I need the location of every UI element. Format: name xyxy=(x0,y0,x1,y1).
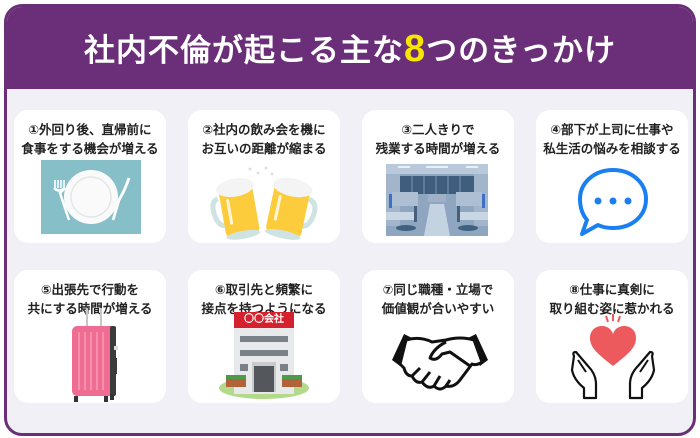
page-title: 社内不倫が起こる主な8つのきっかけ xyxy=(84,25,616,71)
card-label: ⑧仕事に真剣に取り組む姿に惹かれる xyxy=(536,280,688,318)
card-label-line1: ②社内の飲み会を機に xyxy=(202,122,326,137)
card-label-line2: 食事をする機会が増える xyxy=(21,141,159,156)
building-sign-text: 〇〇会社 xyxy=(244,314,284,325)
suitcase-icon xyxy=(72,308,118,402)
card-label-line2: 接点を持つようになる xyxy=(201,301,327,316)
chat-bubble-icon xyxy=(578,168,648,236)
card-4: ④部下が上司に仕事や私生活の悩みを相談する xyxy=(536,110,688,243)
card-label-line1: ⑧仕事に真剣に xyxy=(569,282,655,297)
beer-mugs-icon xyxy=(210,166,318,240)
office-icon xyxy=(386,164,488,236)
card-label-line2: 取り組む姿に惹かれる xyxy=(549,301,675,316)
card-5: ⑤出張先で行動を共にする時間が増える xyxy=(14,270,166,403)
card-label: ②社内の飲み会を機にお互いの距離が縮まる xyxy=(188,120,340,158)
card-label: ④部下が上司に仕事や私生活の悩みを相談する xyxy=(536,120,688,158)
header-banner: 社内不倫が起こる主な8つのきっかけ xyxy=(7,7,693,89)
infographic-frame: 社内不倫が起こる主な8つのきっかけ ①外回り後、直帰前に食事をする機会が増える … xyxy=(4,4,696,436)
title-text-before: 社内不倫が起こる主な xyxy=(84,33,404,69)
card-label-line1: ⑤出張先で行動を xyxy=(40,282,140,297)
card-8: ⑧仕事に真剣に取り組む姿に惹かれる xyxy=(536,270,688,403)
card-label: ⑥取引先と頻繁に接点を持つようになる xyxy=(188,280,340,318)
heart-hands-icon xyxy=(570,314,656,400)
card-label-line1: ⑥取引先と頻繁に xyxy=(214,282,314,297)
card-1: ①外回り後、直帰前に食事をする機会が増える xyxy=(14,110,166,243)
plate-icon xyxy=(41,160,141,234)
card-label-line1: ③二人きりで xyxy=(401,122,475,137)
card-label-line2: 価値観が合いやすい xyxy=(381,301,495,316)
company-building-icon: 〇〇会社 xyxy=(218,312,310,400)
card-label-line1: ④部下が上司に仕事や xyxy=(550,122,674,137)
card-label: ⑤出張先で行動を共にする時間が増える xyxy=(14,280,166,318)
card-label-line2: 残業する時間が増える xyxy=(375,141,501,156)
card-7: ⑦同じ職種・立場で価値観が合いやすい xyxy=(362,270,514,403)
card-label: ③二人きりで残業する時間が増える xyxy=(362,120,514,158)
card-label-line2: お互いの距離が縮まる xyxy=(201,141,327,156)
handshake-icon xyxy=(392,334,488,391)
card-label-line2: 共にする時間が増える xyxy=(27,301,153,316)
card-label-line2: 私生活の悩みを相談する xyxy=(543,141,681,156)
title-text-after: つのきっかけ xyxy=(426,33,616,69)
title-number: 8 xyxy=(404,28,427,70)
card-label-line1: ⑦同じ職種・立場で xyxy=(382,282,494,297)
card-6: ⑥取引先と頻繁に接点を持つようになる 〇〇会社 xyxy=(188,270,340,403)
card-3: ③二人きりで残業する時間が増える xyxy=(362,110,514,243)
card-label: ⑦同じ職種・立場で価値観が合いやすい xyxy=(362,280,514,318)
card-label-line1: ①外回り後、直帰前に xyxy=(28,122,152,137)
card-2: ②社内の飲み会を機にお互いの距離が縮まる xyxy=(188,110,340,243)
card-label: ①外回り後、直帰前に食事をする機会が増える xyxy=(14,120,166,158)
